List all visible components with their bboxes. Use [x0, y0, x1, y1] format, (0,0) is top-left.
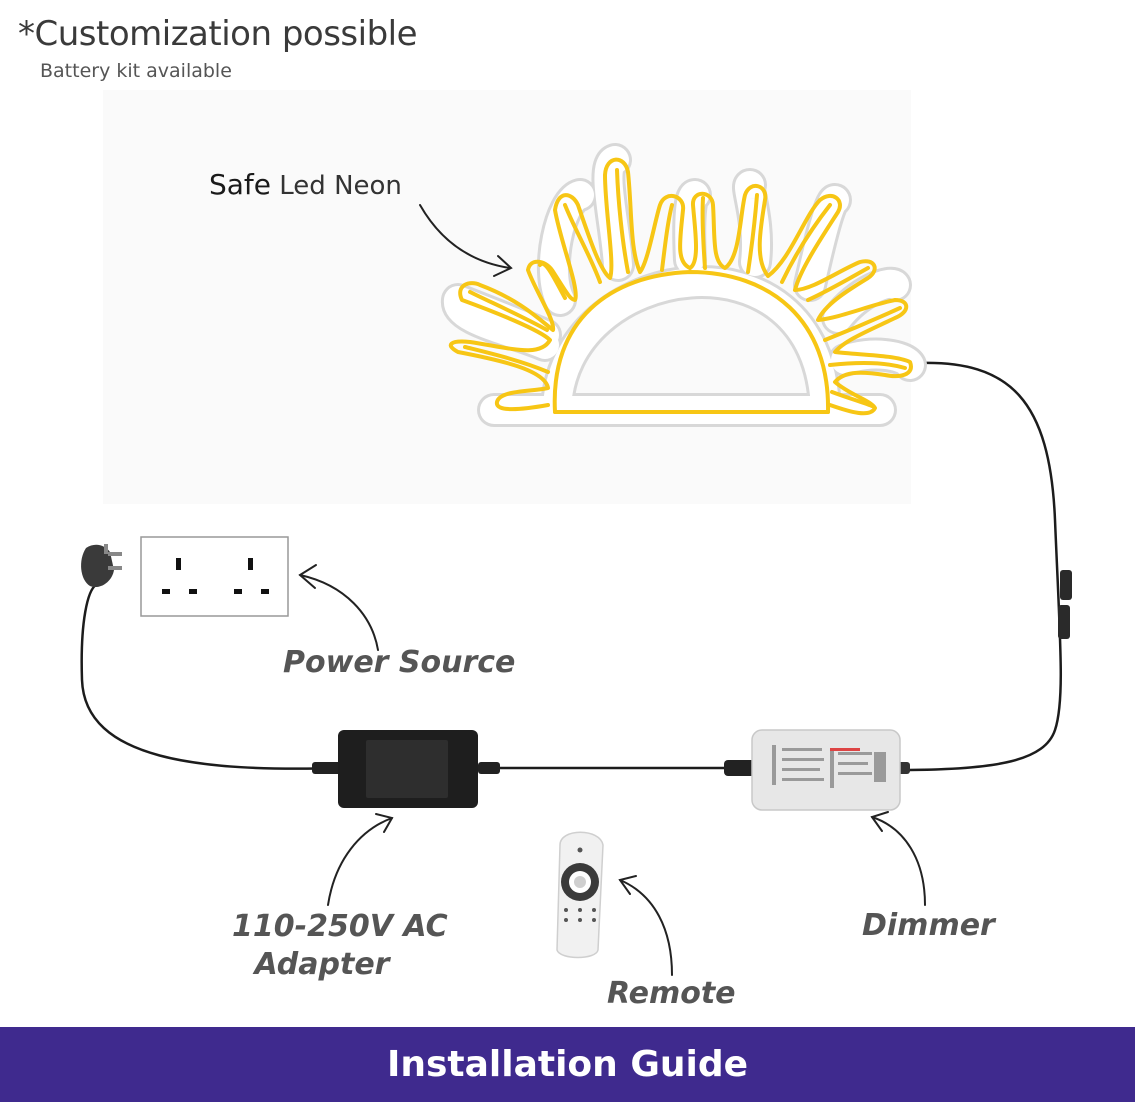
safe-word: Safe — [209, 168, 272, 201]
adapter-label: 110-250V AC Adapter — [232, 908, 448, 984]
power-plug — [81, 544, 122, 588]
neon-to-dimmer-cable — [898, 361, 1063, 772]
dimmer-label: Dimmer — [862, 908, 995, 943]
power-source-label: Power Source — [283, 645, 516, 680]
remote-callout-arrow — [618, 875, 673, 976]
adapter-label-line2: Adapter — [254, 947, 390, 982]
dimmer-unit — [724, 729, 910, 811]
cable-connector — [1058, 570, 1072, 639]
battery-kit-note: Battery kit available — [40, 60, 232, 82]
neon-callout-arrow — [419, 204, 513, 277]
led-neon-word: Led Neon — [271, 171, 402, 201]
wall-socket — [140, 536, 289, 617]
adapter-label-line1: 110-250V AC — [232, 909, 448, 944]
dimmer-callout-arrow — [870, 811, 926, 906]
installation-guide-title: Installation Guide — [386, 1044, 749, 1085]
safe-led-neon-label: Safe Led Neon — [209, 168, 402, 201]
customization-headline: *Customization possible — [18, 14, 418, 54]
remote-label: Remote — [607, 976, 736, 1011]
neon-sun-sign — [441, 143, 927, 427]
ac-adapter — [312, 730, 500, 808]
remote-control — [556, 831, 604, 959]
adapter-to-plug-cable — [80, 583, 342, 770]
installation-guide-banner: Installation Guide — [0, 1027, 1135, 1102]
adapter-callout-arrow — [327, 813, 394, 906]
power-callout-arrow — [298, 564, 379, 651]
